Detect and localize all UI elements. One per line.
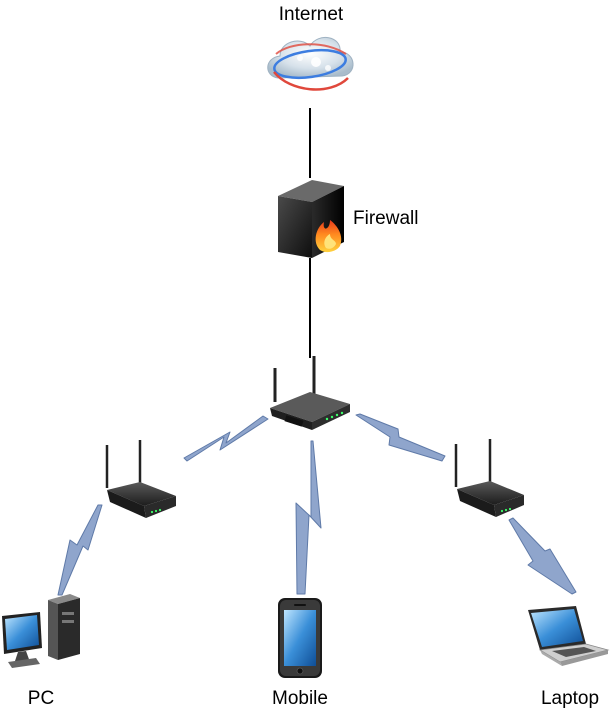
cloud-icon [267,37,354,91]
wireless-link-router-left [183,415,269,462]
wireless-link-left-pc [57,504,103,596]
wireless-link-router-mobile [295,440,322,595]
wireless-access-point-icon [105,440,176,518]
laptop-label: Laptop [541,688,599,709]
wireless-link-router-right [355,413,446,462]
main-router-node [270,356,350,430]
wireless-access-point-icon [454,439,524,517]
left-access-point-node [105,440,176,518]
firewall-icon [278,180,344,258]
mobile-label: Mobile [272,688,328,709]
pc-node: PC [2,594,80,709]
wireless-link-right-laptop [508,517,577,595]
internet-label: Internet [279,4,344,25]
wireless-router-icon [270,356,350,430]
laptop-node: Laptop [528,606,610,709]
wireless-links [57,413,577,596]
firewall-label: Firewall [353,208,418,229]
mobile-node: Mobile [272,598,328,709]
laptop-icon [528,606,610,666]
firewall-node: Firewall [278,180,418,258]
pc-label: PC [28,688,54,709]
desktop-computer-icon [2,594,80,668]
smartphone-icon [278,598,322,678]
right-access-point-node [454,439,524,517]
internet-node: Internet [267,4,354,91]
